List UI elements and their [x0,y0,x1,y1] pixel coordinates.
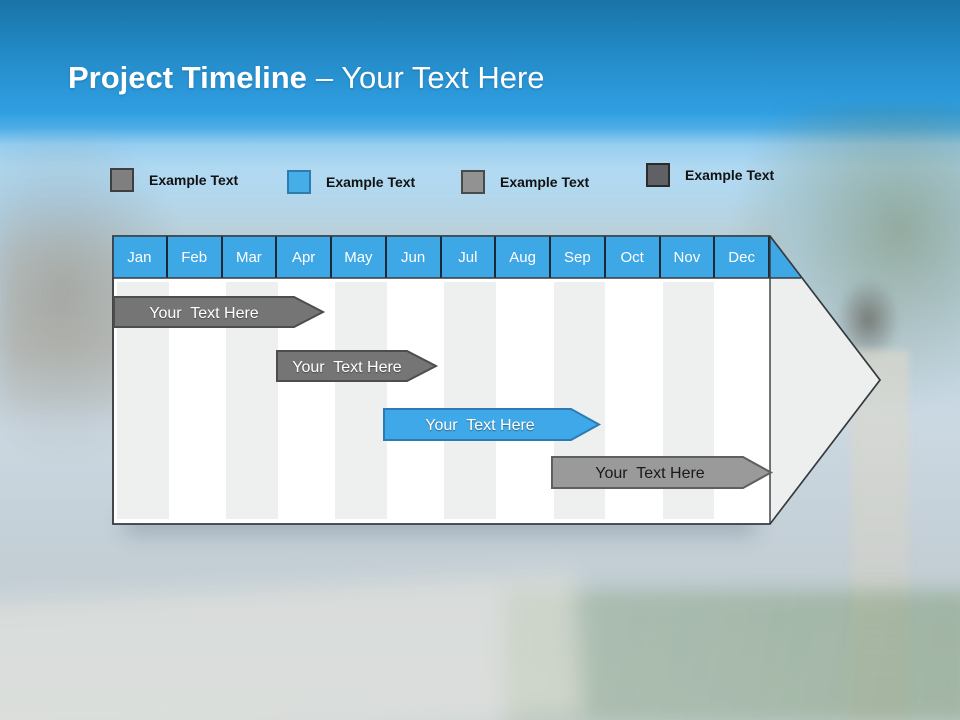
legend-swatch [287,170,311,194]
month-cell-jun: Jun [387,236,442,278]
month-cell-apr: Apr [277,236,332,278]
grass-area [505,590,960,720]
slide-title[interactable]: Project Timeline– Your Text Here [68,60,545,96]
stripe-column [390,282,442,519]
month-cell-may: May [332,236,387,278]
legend-item[interactable]: Example Text [110,168,238,192]
stripe-column [499,282,551,519]
month-cell-mar: Mar [223,236,278,278]
legend-label: Example Text [149,172,239,188]
legend-item[interactable]: Example Text [461,170,589,194]
bar-label: Your Text Here [292,359,402,376]
legend-swatch [461,170,485,194]
statue-pedestal [851,350,909,720]
legend-item[interactable]: Example Text [646,163,774,187]
legend-item[interactable]: Example Text [287,170,415,194]
title-main: Project Timeline [68,60,307,95]
legend-label: Example Text [500,174,590,190]
month-cell-jul: Jul [442,236,497,278]
stripe-column [332,282,390,519]
month-cell-nov: Nov [661,236,716,278]
legend-label: Example Text [326,174,416,190]
timeline-bar-2[interactable]: Your Text Here [276,350,439,382]
timeline-bar-4[interactable]: Your Text Here [551,456,774,489]
month-cell-dec: Dec [715,236,770,278]
title-placeholder: – Your Text Here [315,60,545,95]
legend-swatch [646,163,670,187]
stripe-column [441,282,500,519]
bar-label: Your Text Here [149,305,259,322]
month-header-row: Jan Feb Mar Apr May Jun Jul Aug Sep Oct … [113,236,802,278]
legend-label: Example Text [685,167,775,183]
bar-label: Your Text Here [425,417,535,434]
month-cell-feb: Feb [168,236,223,278]
timeline-bar-1[interactable]: Your Text Here [113,296,326,328]
month-header-filler [770,236,802,278]
month-cell-jan: Jan [113,236,168,278]
month-cell-sep: Sep [551,236,606,278]
legend-swatch [110,168,134,192]
pathway [0,572,584,720]
month-cell-aug: Aug [496,236,551,278]
statue-bust [836,278,900,362]
month-cell-oct: Oct [606,236,661,278]
timeline-bar-3[interactable]: Your Text Here [383,408,602,441]
bar-label: Your Text Here [595,465,705,482]
